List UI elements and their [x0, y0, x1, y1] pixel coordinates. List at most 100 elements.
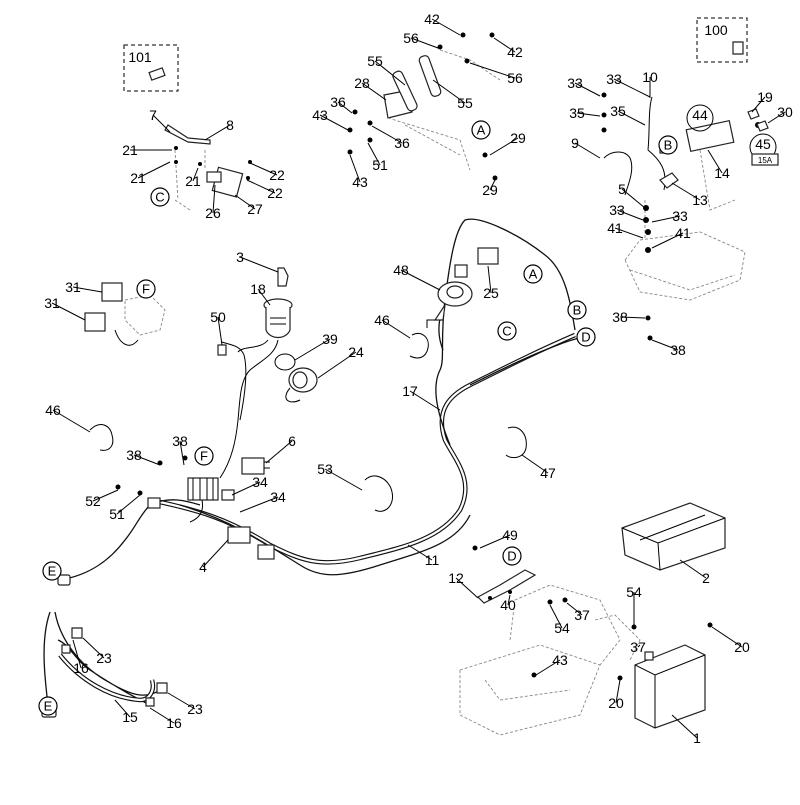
part-label-11: 11 [425, 552, 440, 568]
part-label-9: 9 [571, 135, 579, 151]
part-label-24: 24 [348, 344, 364, 360]
fuse-30 [756, 120, 769, 132]
leader-line-42 [493, 37, 516, 53]
leader-line-23 [82, 637, 105, 659]
leader-line-37 [566, 602, 583, 616]
battery-mount-assembly [603, 96, 746, 301]
leader-line-21 [192, 167, 199, 182]
leader-line-46 [381, 319, 411, 339]
leader-line-41 [614, 227, 644, 239]
relay-31-upper [101, 282, 123, 302]
leader-line-33 [574, 82, 601, 97]
leader-line-6 [265, 440, 293, 464]
part-label-37: 37 [574, 607, 590, 623]
connector-ref-circle-B [567, 300, 587, 320]
key-3 [277, 267, 289, 287]
leader-line-13 [671, 182, 701, 201]
part-label-20: 20 [734, 639, 750, 655]
bracket-12 [477, 569, 537, 604]
leader-line-35 [576, 112, 601, 117]
leader-line-8 [204, 124, 231, 141]
bracket-assembly-28 [383, 49, 501, 171]
part-label-12: 12 [448, 570, 464, 586]
strap-55-b [418, 55, 442, 97]
leader-line-43 [535, 659, 561, 676]
part-label-43: 43 [552, 652, 568, 668]
leader-line-36 [337, 101, 353, 114]
part-label-33: 33 [609, 202, 625, 218]
part-label-34: 34 [270, 489, 286, 505]
connector-ref-circle-B [658, 135, 678, 155]
part-label-27: 27 [247, 201, 263, 217]
leader-line-16 [149, 707, 175, 724]
leader-line-42 [431, 18, 461, 36]
part-label-31: 31 [65, 279, 81, 295]
connector-ref-E: E [48, 564, 57, 579]
leader-line-51 [116, 494, 141, 515]
leader-line-53 [324, 468, 363, 491]
ignition-switch-18 [217, 267, 293, 479]
leader-line-49 [479, 534, 511, 549]
part-label-29: 29 [482, 182, 498, 198]
part-label-18: 18 [250, 281, 266, 297]
clip-47 [505, 426, 527, 459]
connector-ref-circle-E [38, 696, 58, 716]
connector-4 [227, 526, 251, 544]
leader-line-7 [152, 114, 171, 133]
part-label-39: 39 [322, 331, 338, 347]
part-label-51: 51 [109, 506, 125, 522]
part-label-38: 38 [172, 433, 188, 449]
leader-line-9 [574, 142, 601, 159]
hardware-dots [115, 32, 761, 681]
connector-6 [241, 457, 265, 475]
fuse-holder-14 [685, 119, 735, 153]
part-label-43: 43 [352, 174, 368, 190]
leader-line-55 [374, 60, 406, 86]
part-label-37: 37 [630, 639, 646, 655]
leader-line-29 [489, 179, 496, 191]
part-label-17: 17 [402, 383, 418, 399]
part-label-100: 100 [704, 22, 728, 38]
connector-ref-circle-F [194, 446, 214, 466]
part-label-3: 3 [236, 249, 244, 265]
connector-ref-circle-D [576, 327, 596, 347]
part-label-23: 23 [96, 650, 112, 666]
part-label-44: 44 [692, 107, 708, 123]
leader-line-2 [679, 559, 707, 579]
leader-line-33 [616, 209, 644, 221]
leader-line-17 [409, 390, 441, 411]
connector-4-b [257, 544, 275, 560]
part-label-35: 35 [610, 103, 626, 119]
part-label-55: 55 [457, 95, 473, 111]
part-label-43: 43 [312, 107, 328, 123]
part-label-1: 1 [693, 730, 701, 746]
leader-line-20 [615, 679, 621, 704]
leader-line-27 [234, 194, 256, 210]
part-label-36: 36 [330, 94, 346, 110]
leader-line-14 [707, 149, 723, 174]
part-label-54: 54 [626, 584, 642, 600]
leader-line-46 [52, 409, 91, 433]
part-label-23: 23 [187, 701, 203, 717]
connector-ref-circle-C [150, 187, 170, 207]
part-label-38: 38 [670, 342, 686, 358]
connector-25 [477, 247, 499, 265]
part-label-8: 8 [226, 117, 234, 133]
leader-line-52 [92, 489, 119, 502]
leader-line-36 [371, 125, 403, 144]
part-label-10: 10 [642, 69, 658, 85]
connector-ref-circle-C [497, 321, 517, 341]
part-label-45: 45 [755, 136, 771, 152]
part-label-42: 42 [507, 44, 523, 60]
part-label-20: 20 [608, 695, 624, 711]
kit-box-100 [696, 17, 748, 63]
leader-line-48 [400, 269, 441, 291]
leader-line-4 [202, 539, 229, 568]
part-label-26: 26 [205, 205, 221, 221]
part-label-49: 49 [502, 527, 518, 543]
part-label-55: 55 [367, 53, 383, 69]
leader-line-35 [617, 110, 646, 126]
part-label-46: 46 [45, 402, 61, 418]
leader-line-15 [114, 699, 131, 718]
leader-line-56 [410, 37, 439, 49]
